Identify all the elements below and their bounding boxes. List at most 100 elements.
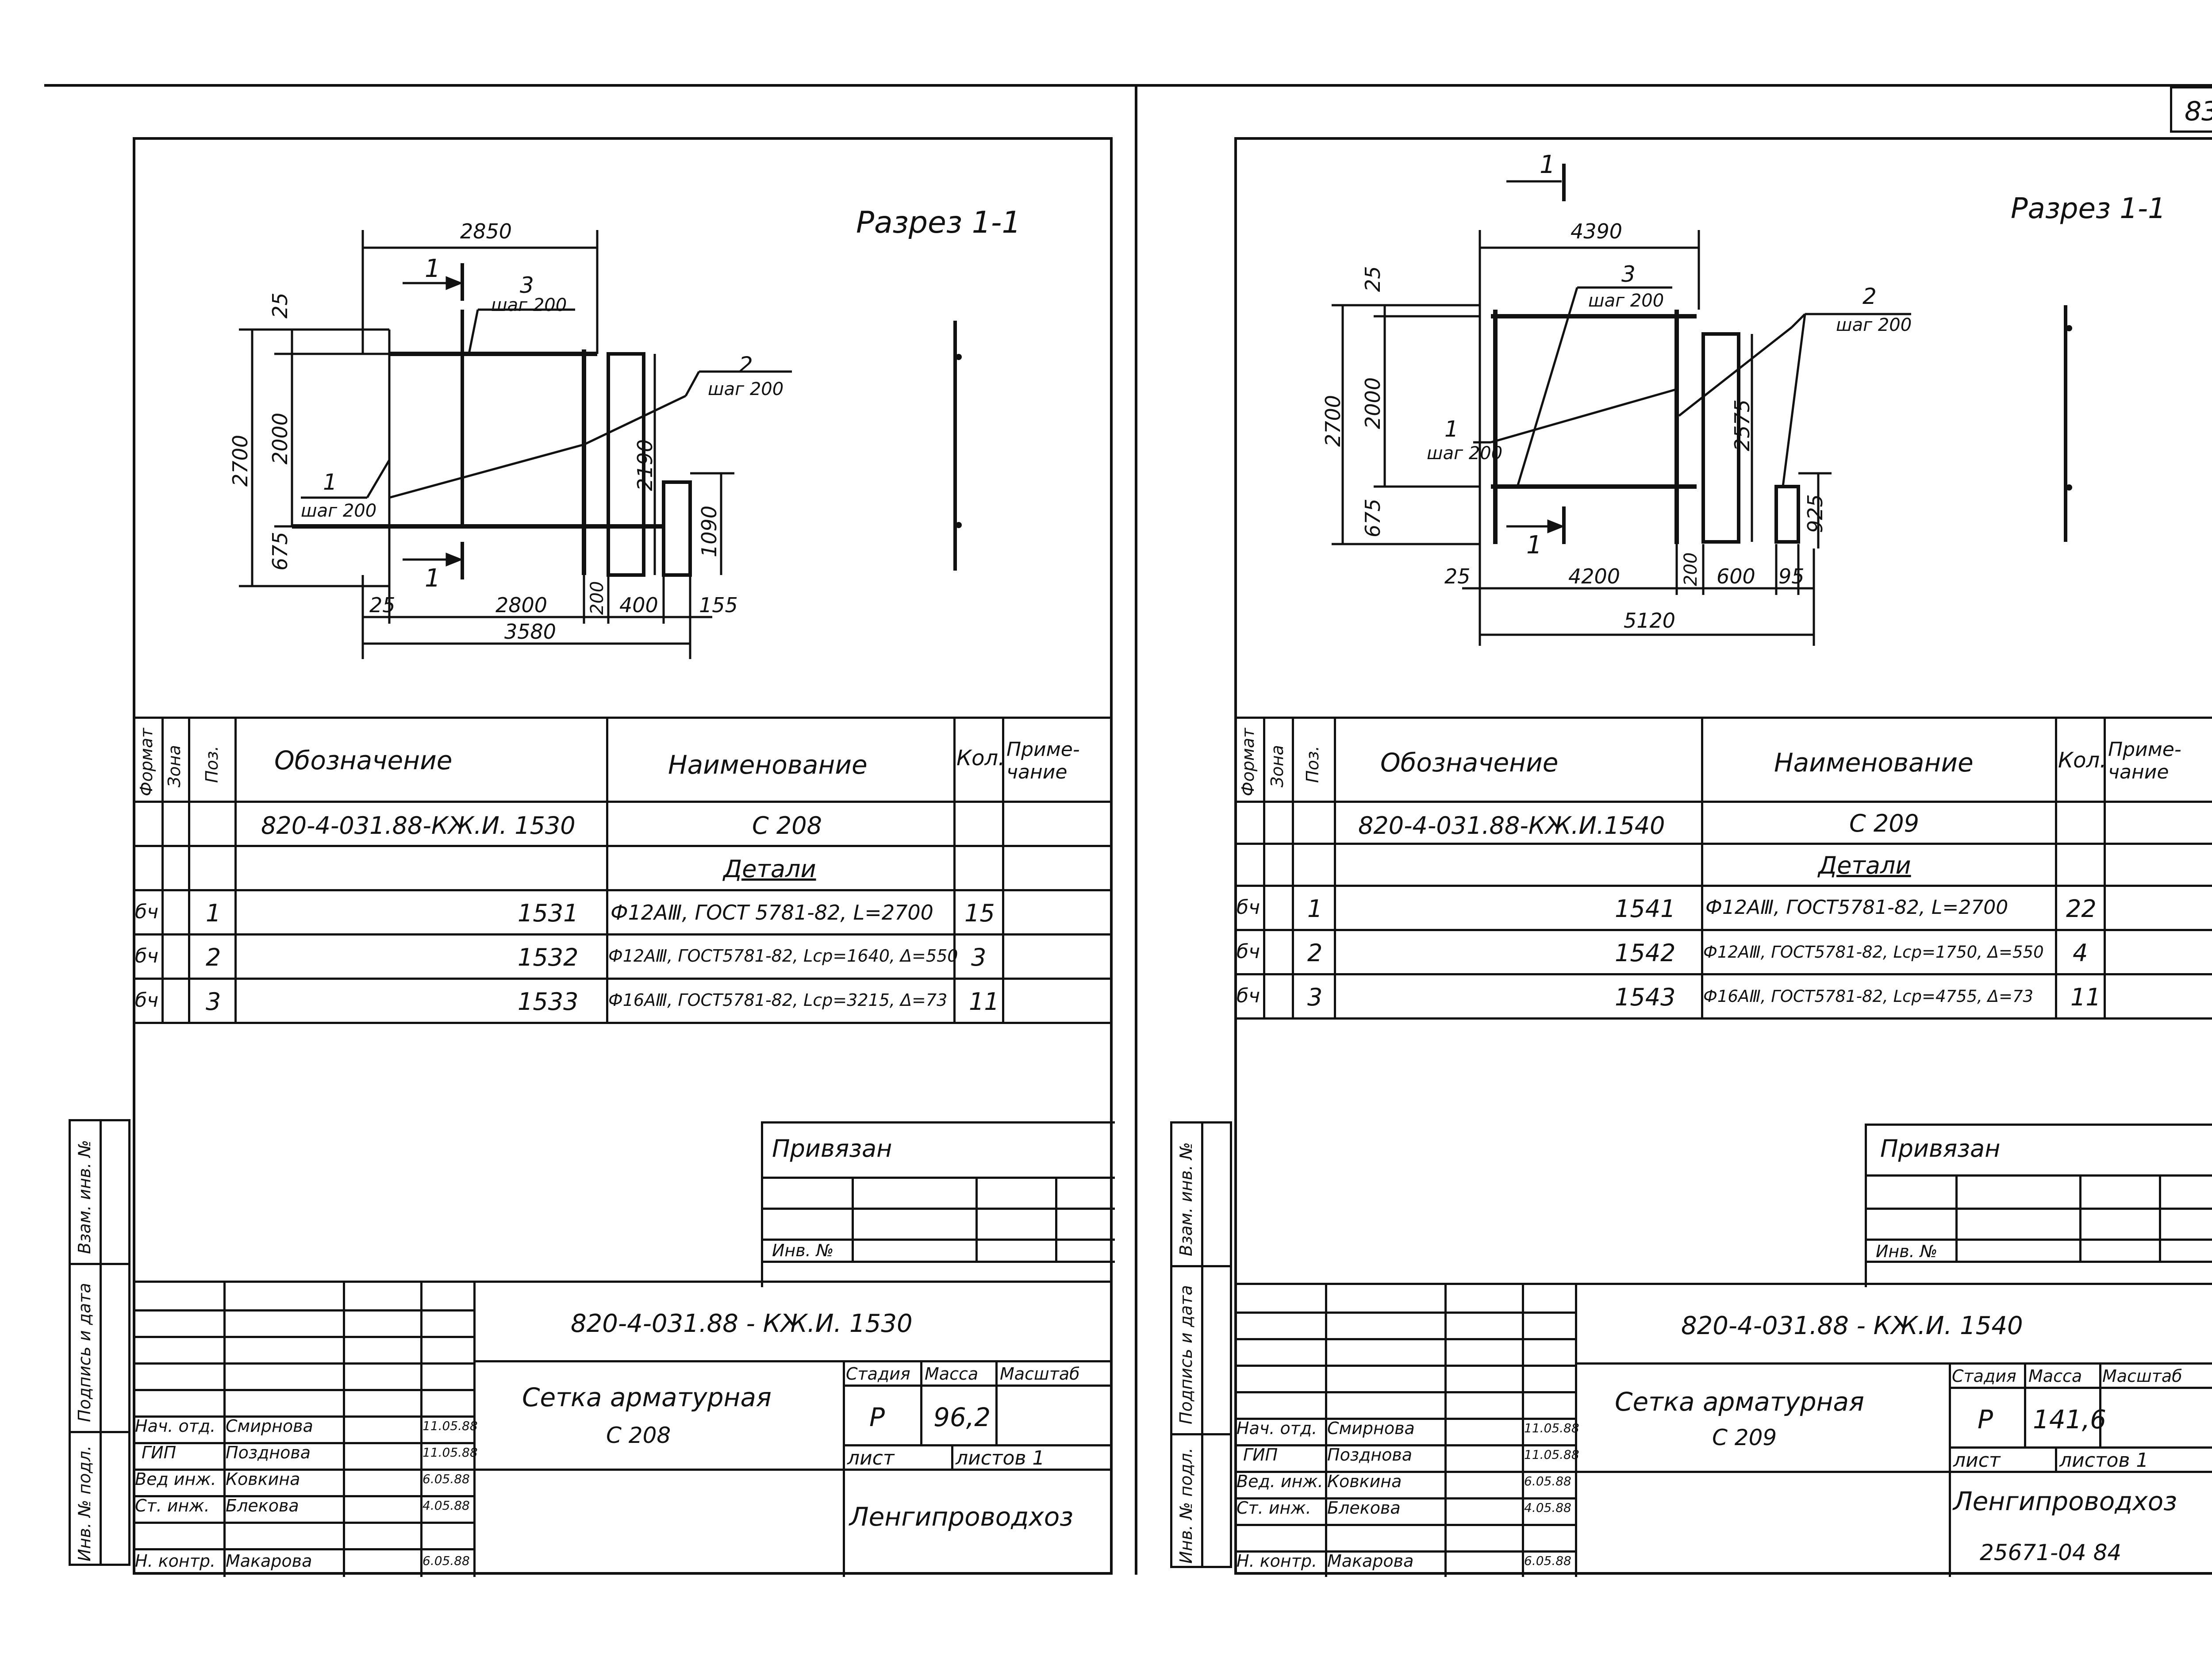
tb-doc-number: 25671-04 84: [1980, 1540, 2122, 1565]
assembly-name: С 209: [1849, 809, 1919, 837]
tb-org: Ленгипроводхоз: [1953, 1486, 2177, 1516]
assembly-name: С 208: [752, 812, 822, 840]
tb-stage: Р: [869, 1402, 885, 1432]
callout-3-step: шаг 200: [1588, 291, 1664, 311]
section-title: Разрез 1-1: [2011, 192, 2166, 225]
dim-left-upper: 2000: [1361, 377, 1385, 429]
details-label: Детали: [1818, 851, 1911, 879]
dim-bottom-e: 155: [699, 593, 738, 617]
tb-name-line1: Сетка арматурная: [522, 1382, 772, 1412]
side-inv-podl: Инв. № подл.: [1176, 1447, 1196, 1564]
row-1-pos: 1: [1307, 895, 1323, 923]
tb-name-4: Блекова: [1327, 1498, 1401, 1518]
tb-sheets-label: листов 1: [2059, 1449, 2149, 1472]
tb-mass-label: Масса: [2028, 1366, 2082, 1386]
dim-left-lower: 675: [268, 532, 292, 571]
side-podpis-data: Подпись и дата: [1176, 1285, 1196, 1424]
tb-date-1: 11.05.88: [1524, 1421, 1579, 1435]
hdr-pos: Поз.: [1303, 745, 1322, 783]
row-3-qty: 11: [969, 988, 999, 1016]
tb-role-1: Нач. отд.: [1237, 1419, 1317, 1438]
dim-bottom-e: 95: [1778, 564, 1805, 588]
side-inv-podl: Инв. № подл.: [75, 1445, 94, 1561]
row-2-format: бч: [1237, 940, 1260, 963]
tb-name-line2: С 208: [606, 1423, 671, 1448]
tb-date-1: 11.05.88: [422, 1419, 478, 1433]
section-view-dot-bottom: [2066, 484, 2072, 491]
hdr-note: Приме-чание: [2108, 738, 2181, 783]
tb-sheet-label: лист: [847, 1447, 895, 1469]
dim-left-total: 2700: [1321, 395, 1345, 447]
dim-bottom-b: 4200: [1568, 564, 1621, 588]
callout-2-pos: 2: [1863, 284, 1877, 309]
callout-2-step: шаг 200: [708, 379, 784, 399]
row-2-name: Ф12АⅢ, ГОСТ5781-82, Lср=1640, Δ=550: [608, 946, 958, 966]
row-2-qty: 3: [971, 943, 987, 971]
dim-bottom-total: 5120: [1624, 609, 1676, 633]
section-mark-top: 1: [425, 254, 441, 283]
inv-no-label: Инв. №: [772, 1241, 834, 1260]
section-mark-top: 1: [1540, 150, 1555, 179]
drawing-frame: [133, 137, 1113, 1575]
callout-1-pos: 1: [1444, 416, 1459, 442]
hdr-name: Наименование: [1774, 748, 1974, 778]
section-view-dot-bottom: [956, 522, 962, 528]
section-mark-bottom: 1: [425, 564, 441, 593]
row-3-format: бч: [135, 989, 159, 1012]
title-block: 820-4-031.88 - КЖ.И. 1530 Сетка арматурн…: [133, 1281, 1113, 1577]
tb-name-4: Блекова: [226, 1496, 299, 1515]
callout-1-step: шаг 200: [1427, 443, 1503, 464]
row-1-format: бч: [135, 901, 159, 923]
dim-right-height: 1090: [697, 505, 721, 557]
dim-right-height: 925: [1803, 494, 1827, 533]
hdr-format: Формат: [1238, 728, 1258, 796]
row-3-name: Ф16АⅢ, ГОСТ5781-82, Lср=3215, Δ=73: [608, 990, 948, 1010]
tb-scale-label: Масштаб: [1000, 1364, 1080, 1384]
tb-scale-label: Масштаб: [2102, 1366, 2182, 1386]
tb-name-5: Макарова: [226, 1551, 312, 1571]
tb-name-1: Смирнова: [1327, 1419, 1415, 1438]
section-view-dot-top: [2066, 325, 2072, 331]
hdr-designation: Обозначение: [1380, 748, 1559, 778]
tb-role-4: Ст. инж.: [135, 1496, 210, 1515]
tb-date-2: 11.05.88: [422, 1445, 478, 1460]
tb-date-3: 6.05.88: [1524, 1474, 1571, 1488]
section-view-dot-top: [956, 354, 962, 360]
tb-role-2: ГИП: [142, 1443, 177, 1462]
row-3-format: бч: [1237, 985, 1260, 1007]
dim-left-small: 25: [268, 292, 292, 318]
details-label: Детали: [723, 855, 816, 883]
tb-org: Ленгипроводхоз: [849, 1502, 1074, 1532]
dim-left-upper: 2000: [268, 412, 292, 464]
callout-1-step: шаг 200: [301, 501, 377, 521]
tb-mass: 96,2: [933, 1402, 991, 1432]
tb-role-3: Вед инж.: [135, 1469, 216, 1489]
page-number-box: 83: [2170, 86, 2212, 133]
dim-top: 4390: [1571, 219, 1623, 243]
callout-3-pos: 3: [1621, 261, 1636, 287]
tb-name-3: Ковкина: [226, 1469, 300, 1489]
privyazan-label: Привязан: [1880, 1135, 2001, 1162]
tb-role-4: Ст. инж.: [1237, 1498, 1311, 1518]
hdr-pos: Поз.: [202, 745, 222, 783]
tb-date-5: 6.05.88: [1524, 1553, 1571, 1568]
tb-name-2: Позднова: [226, 1443, 311, 1462]
row-1-designation: 1531: [518, 899, 579, 927]
tb-name-5: Макарова: [1327, 1551, 1414, 1571]
callout-3-pos: 3: [520, 272, 534, 298]
row-3-pos: 3: [1307, 983, 1323, 1011]
callout-2-step: шаг 200: [1836, 315, 1912, 335]
dim-bottom-a: 25: [1444, 564, 1471, 588]
dim-left-total: 2700: [228, 434, 252, 487]
hdr-zone: Зона: [1267, 745, 1287, 787]
dim-bottom-c: 200: [587, 581, 607, 615]
tb-name-line1: Сетка арматурная: [1615, 1387, 1864, 1417]
hdr-qty: Кол.: [956, 746, 1005, 771]
row-1-format: бч: [1237, 896, 1260, 919]
tb-role-3: Вед. инж.: [1237, 1472, 1323, 1491]
row-3-designation: 1543: [1615, 983, 1676, 1011]
page-center-divider: [1135, 84, 1137, 1575]
tb-date-4: 4.05.88: [1524, 1500, 1571, 1515]
plan-drawing: [239, 230, 792, 659]
tb-name-line2: С 209: [1712, 1425, 1777, 1450]
